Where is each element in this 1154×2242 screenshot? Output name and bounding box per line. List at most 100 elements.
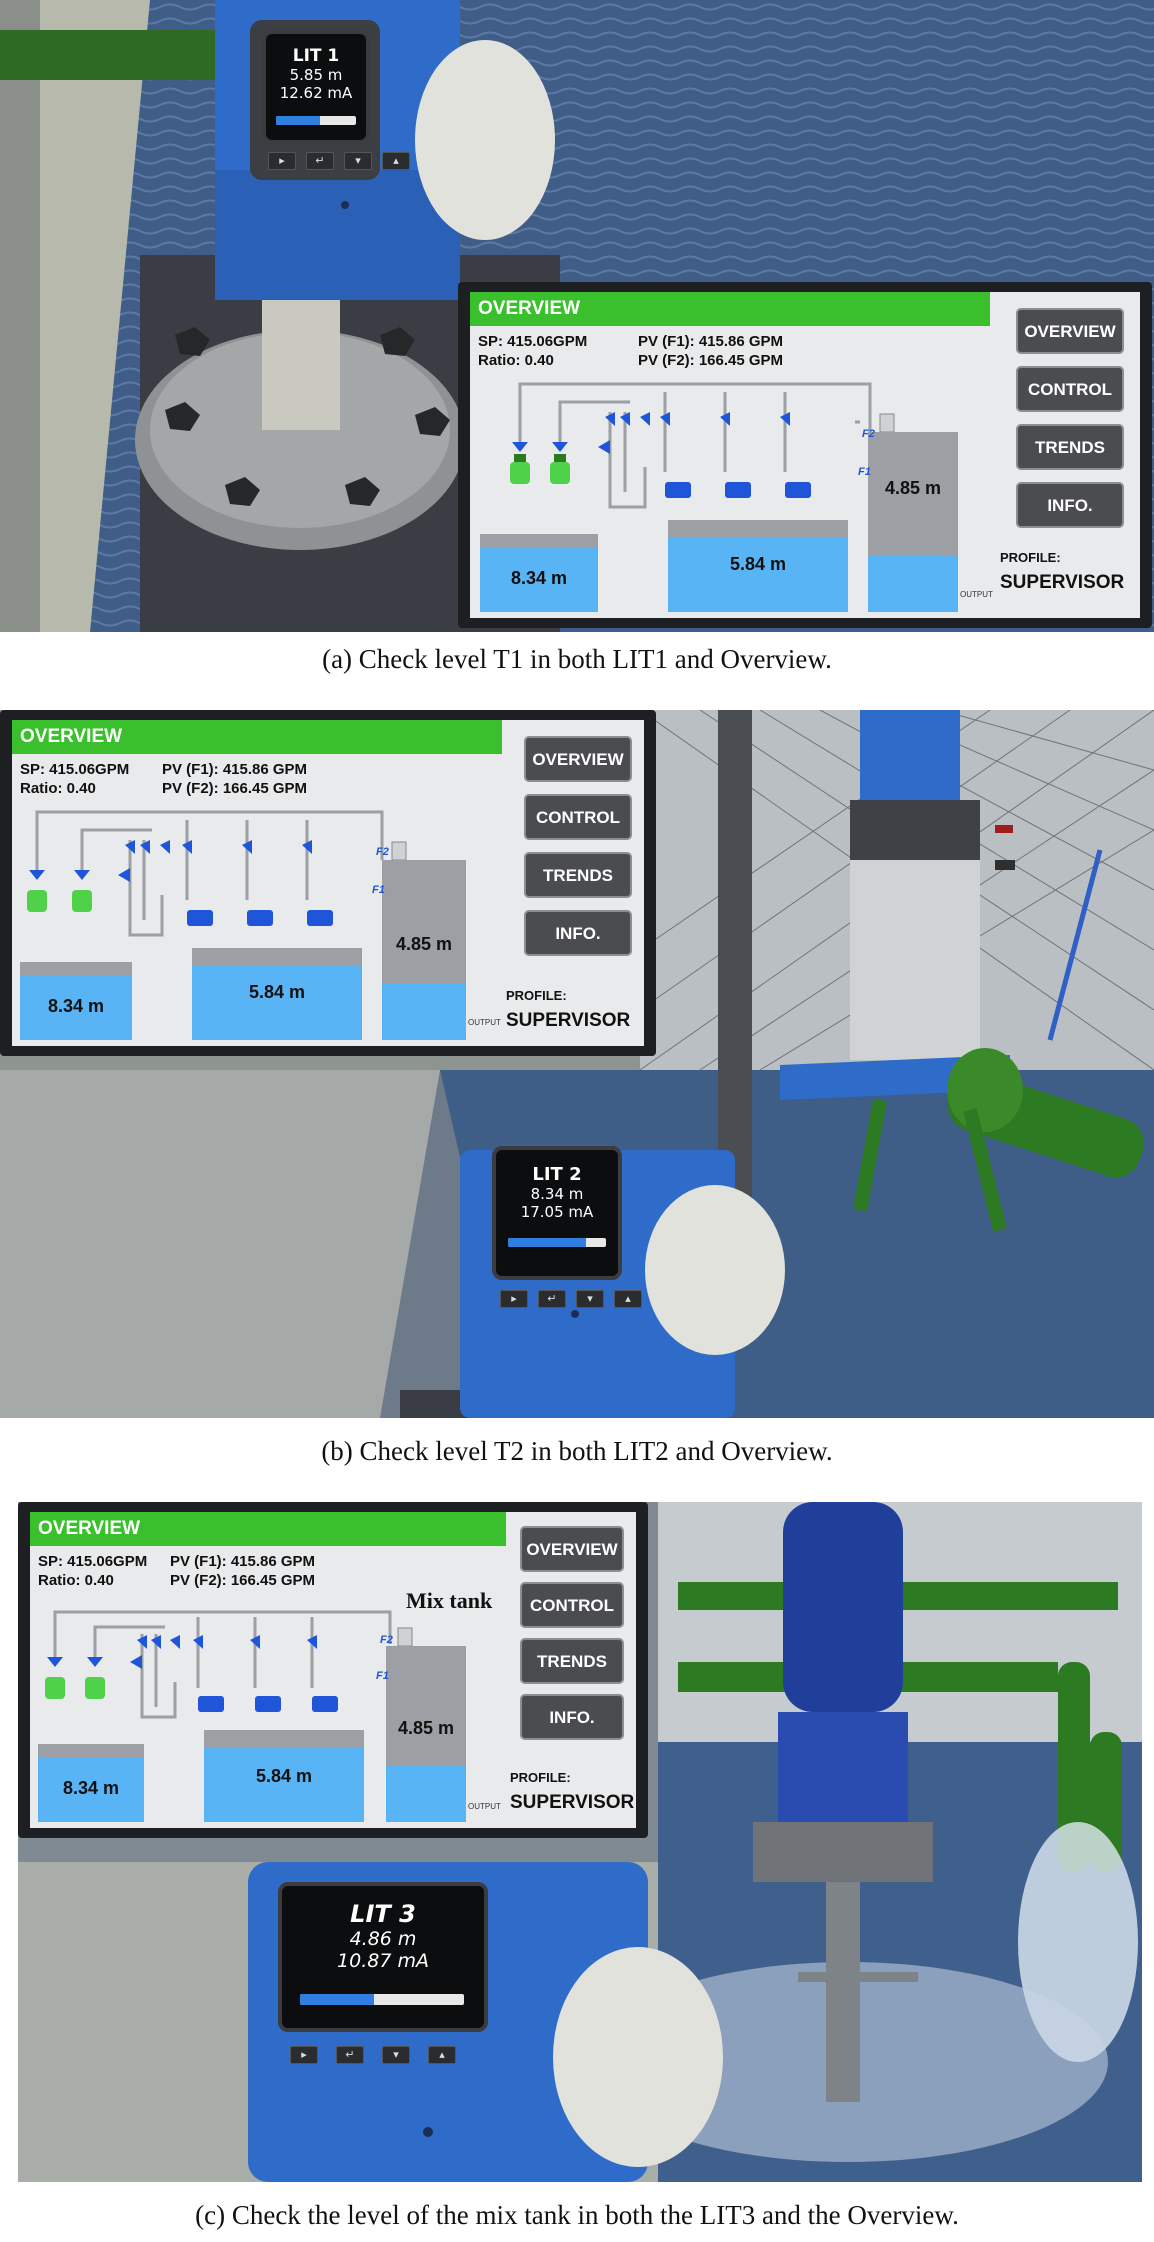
overview-setpoint-stats: SP: 415.06GPM Ratio: 0.40 (20, 760, 129, 798)
lit3-down-button[interactable]: ▾ (382, 2046, 410, 2064)
lit3-level-bar (300, 1994, 464, 2005)
overview-title: OVERVIEW (470, 292, 990, 326)
lit3-level-bar-fill (300, 1994, 374, 2005)
info-button[interactable]: INFO. (524, 910, 632, 956)
lit2-right-button[interactable]: ▸ (500, 1290, 528, 1308)
profile-label: PROFILE: (510, 1770, 571, 1785)
overview-screen-c: OVERVIEW SP: 415.06GPM Ratio: 0.40 PV (F… (18, 1502, 648, 1838)
lit1-buttons: ▸ ↵ ▾ ▴ (268, 152, 410, 170)
pv-f2-text: PV (F2): 166.45 GPM (162, 780, 308, 797)
dosing-valve-icon (27, 890, 92, 912)
lit1-level-bar-fill (276, 116, 320, 125)
info-button[interactable]: INFO. (520, 1694, 624, 1740)
lit1-right-button[interactable]: ▸ (268, 152, 296, 170)
figure-a-caption: (a) Check level T1 in both LIT1 and Over… (322, 644, 832, 674)
profile-label: PROFILE: (1000, 550, 1061, 565)
process-diagram-a (510, 382, 895, 509)
tank-t1-value: 5.84 m (255, 1766, 313, 1786)
tank-t2 (20, 976, 132, 1040)
lit1-level: 5.85 m (289, 66, 343, 84)
tank-t1 (192, 966, 362, 1040)
mix-tank (868, 556, 958, 612)
lit2-level: 8.34 m (530, 1185, 584, 1203)
setpoint-text: SP: 415.06GPM (38, 1553, 148, 1570)
profile-value: SUPERVISOR (510, 1792, 635, 1813)
lit1-current: 12.62 mA (279, 84, 353, 102)
profile-value: SUPERVISOR (506, 1010, 631, 1031)
figure-c-scene: OVERVIEW SP: 415.06GPM Ratio: 0.40 PV (F… (18, 1502, 1142, 2182)
mix-tank-label: Mix tank (406, 1588, 493, 1613)
level-sensor-icon (879, 413, 895, 433)
pv-f2-text: PV (F2): 166.45 GPM (638, 352, 784, 369)
profile-value: SUPERVISOR (1000, 572, 1125, 593)
tank-t2-top (480, 534, 598, 548)
flow-f2-tag: F2 (862, 428, 875, 440)
overview-setpoint-stats: SP: 415.06GPM Ratio: 0.40 (478, 332, 587, 370)
overview-screen-c-body: OVERVIEW SP: 415.06GPM Ratio: 0.40 PV (F… (30, 1512, 636, 1828)
mix-tank (386, 1766, 466, 1822)
info-button[interactable]: INFO. (1016, 482, 1124, 528)
lit2-up-button[interactable]: ▴ (614, 1290, 642, 1308)
mix-tank-value: 4.85 m (884, 478, 942, 498)
process-diagram-c (45, 1610, 413, 1719)
trends-button[interactable]: TRENDS (1016, 424, 1124, 470)
lit1-down-button[interactable]: ▾ (344, 152, 372, 170)
pv-f2-text: PV (F2): 166.45 GPM (170, 1572, 316, 1589)
overview-button[interactable]: OVERVIEW (520, 1526, 624, 1572)
lit1-enter-button[interactable]: ↵ (306, 152, 334, 170)
flow-f1-tag: F1 (376, 1670, 389, 1682)
lit1-up-button[interactable]: ▴ (382, 152, 410, 170)
lit3-display: LIT 3 4.86 m 10.87 mA (278, 1882, 488, 2032)
overview-screen-a-body: OVERVIEW SP: 415.06GPM Ratio: 0.40 PV (F… (470, 292, 1140, 618)
lit2-title: LIT 2 (532, 1164, 582, 1185)
ratio-text: Ratio: 0.40 (38, 1572, 114, 1589)
tank-t2-value: 8.34 m (510, 568, 568, 588)
lit3-up-button[interactable]: ▴ (428, 2046, 456, 2064)
control-button[interactable]: CONTROL (520, 1582, 624, 1628)
valve-icon (512, 412, 790, 454)
pump-icon (198, 1696, 338, 1712)
pump-icon (187, 910, 333, 926)
lit1-title: LIT 1 (292, 46, 340, 66)
tank-t1-top (192, 948, 362, 966)
control-button[interactable]: CONTROL (1016, 366, 1124, 412)
tank-t1-top (204, 1730, 364, 1748)
lit3-right-button[interactable]: ▸ (290, 2046, 318, 2064)
lit2-display: LIT 2 8.34 m 17.05 mA (492, 1146, 622, 1280)
level-sensor-icon (397, 1627, 413, 1647)
figure-a-scene: LIT 1 5.85 m 12.62 mA ▸ ↵ ▾ ▴ OVERVIEW S… (0, 0, 1154, 632)
trends-button[interactable]: TRENDS (524, 852, 632, 898)
level-sensor-icon (391, 841, 407, 861)
flow-f2-tag: F2 (380, 1634, 393, 1646)
lit2-enter-button[interactable]: ↵ (538, 1290, 566, 1308)
overview-button[interactable]: OVERVIEW (524, 736, 632, 782)
overview-title: OVERVIEW (12, 720, 502, 754)
profile-label: PROFILE: (506, 988, 567, 1003)
setpoint-text: SP: 415.06GPM (20, 761, 130, 778)
flow-f1-tag: F1 (858, 466, 871, 478)
figure-b-scene: OVERVIEW SP: 415.06GPM Ratio: 0.40 PV (F… (0, 710, 1154, 1418)
overview-button[interactable]: OVERVIEW (1016, 308, 1124, 354)
mix-tank-top (386, 1646, 466, 1766)
tank-t2 (38, 1758, 144, 1822)
output-tag: OUTPUT (468, 1018, 501, 1027)
output-tag: OUTPUT (468, 1802, 501, 1811)
lit3-enter-button[interactable]: ↵ (336, 2046, 364, 2064)
lit2-down-button[interactable]: ▾ (576, 1290, 604, 1308)
dosing-valve-icon (510, 454, 570, 484)
lit3-level: 4.86 m (349, 1928, 417, 1950)
figure-b-caption: (b) Check level T2 in both LIT2 and Over… (321, 1436, 833, 1466)
tank-t2-top (20, 962, 132, 976)
trends-button[interactable]: TRENDS (520, 1638, 624, 1684)
process-diagram-b (27, 810, 407, 937)
flow-f2-tag: F2 (376, 846, 389, 858)
tank-t1 (668, 538, 848, 612)
tank-t2 (480, 548, 598, 612)
overview-flow-stats: PV (F1): 415.86 GPM PV (F2): 166.45 GPM (162, 760, 307, 798)
overview-screen-b: OVERVIEW SP: 415.06GPM Ratio: 0.40 PV (F… (0, 710, 656, 1056)
pv-f1-text: PV (F1): 415.86 GPM (638, 333, 784, 350)
lit3-buttons: ▸ ↵ ▾ ▴ (290, 2046, 456, 2064)
lit3-current: 10.87 mA (337, 1950, 429, 1972)
lit2-level-bar (508, 1238, 606, 1247)
control-button[interactable]: CONTROL (524, 794, 632, 840)
